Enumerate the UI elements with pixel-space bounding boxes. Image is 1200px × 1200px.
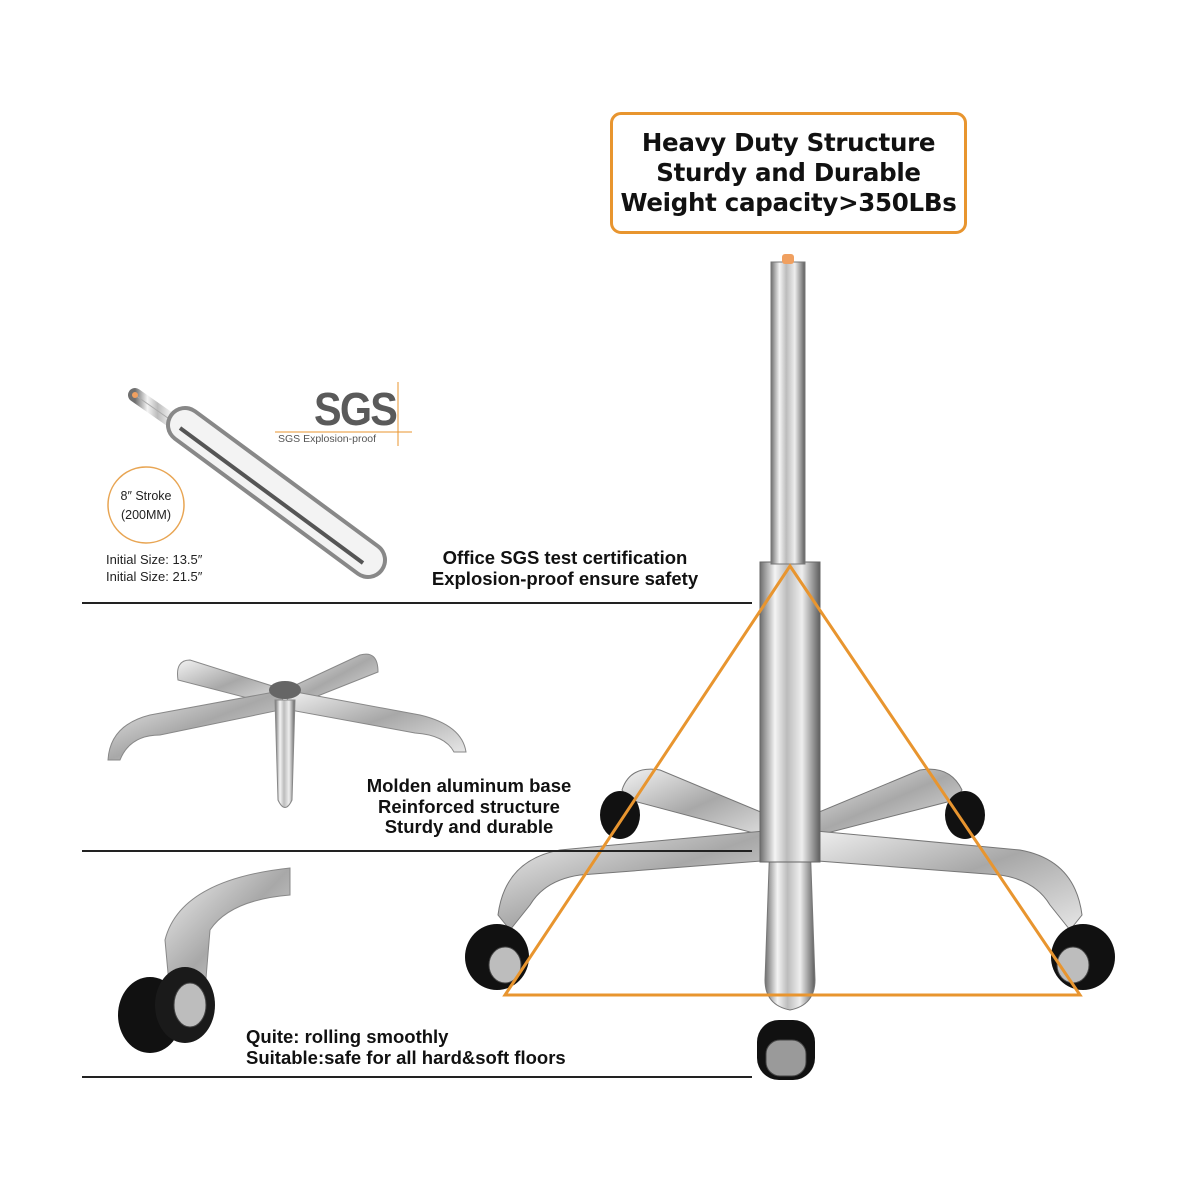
divider-3 — [82, 1076, 752, 1078]
divider-1 — [82, 602, 752, 604]
aluminum-base-image — [107, 653, 467, 808]
initial-size-1: Initial Size: 13.5″ — [106, 552, 203, 567]
caster-feature-line-2: Suitable:safe for all hard&soft floors — [246, 1046, 566, 1068]
initial-size-2: Initial Size: 21.5″ — [106, 569, 203, 584]
base-feature: Molden aluminum base Reinforced structur… — [330, 775, 608, 838]
sgs-caption: SGS Explosion-proof — [278, 433, 377, 445]
headline-line-2: Sturdy and Durable — [656, 158, 921, 187]
gas-lift-feature-line-1: Office SGS test certification — [442, 547, 688, 568]
divider-2 — [82, 850, 752, 852]
structure-triangle — [502, 563, 1083, 997]
caster-feature: Quite: rolling smoothly Suitable:safe fo… — [246, 1026, 566, 1068]
gas-lift-image — [128, 388, 387, 579]
caster-closeup-image — [118, 867, 291, 1053]
headline-box: Heavy Duty Structure Sturdy and Durable … — [610, 112, 967, 234]
headline-line-3: Weight capacity>350LBs — [620, 188, 957, 217]
caster-feature-line-1: Quite: rolling smoothly — [246, 1026, 449, 1047]
stroke-badge-circle — [107, 466, 185, 544]
sgs-logo: SGS — [314, 383, 398, 435]
chair-base-main — [465, 254, 1115, 1080]
headline-line-1: Heavy Duty Structure — [641, 128, 936, 157]
stroke-badge-line-1: 8″ Stroke — [120, 489, 172, 503]
base-feature-line-3: Sturdy and durable — [384, 816, 554, 837]
size-specs: Initial Size: 13.5″ Initial Size: 21.5″ — [106, 551, 202, 585]
base-feature-line-1: Molden aluminum base — [366, 775, 572, 796]
base-feature-line-2: Reinforced structure — [378, 795, 560, 817]
gas-lift-feature-line-2: Explosion-proof ensure safety — [431, 567, 699, 589]
stroke-badge: 8″ Stroke (200MM) — [108, 487, 184, 525]
gas-lift-feature: Office SGS test certification Explosion-… — [400, 547, 730, 589]
stroke-badge-line-2: (200MM) — [120, 508, 171, 522]
